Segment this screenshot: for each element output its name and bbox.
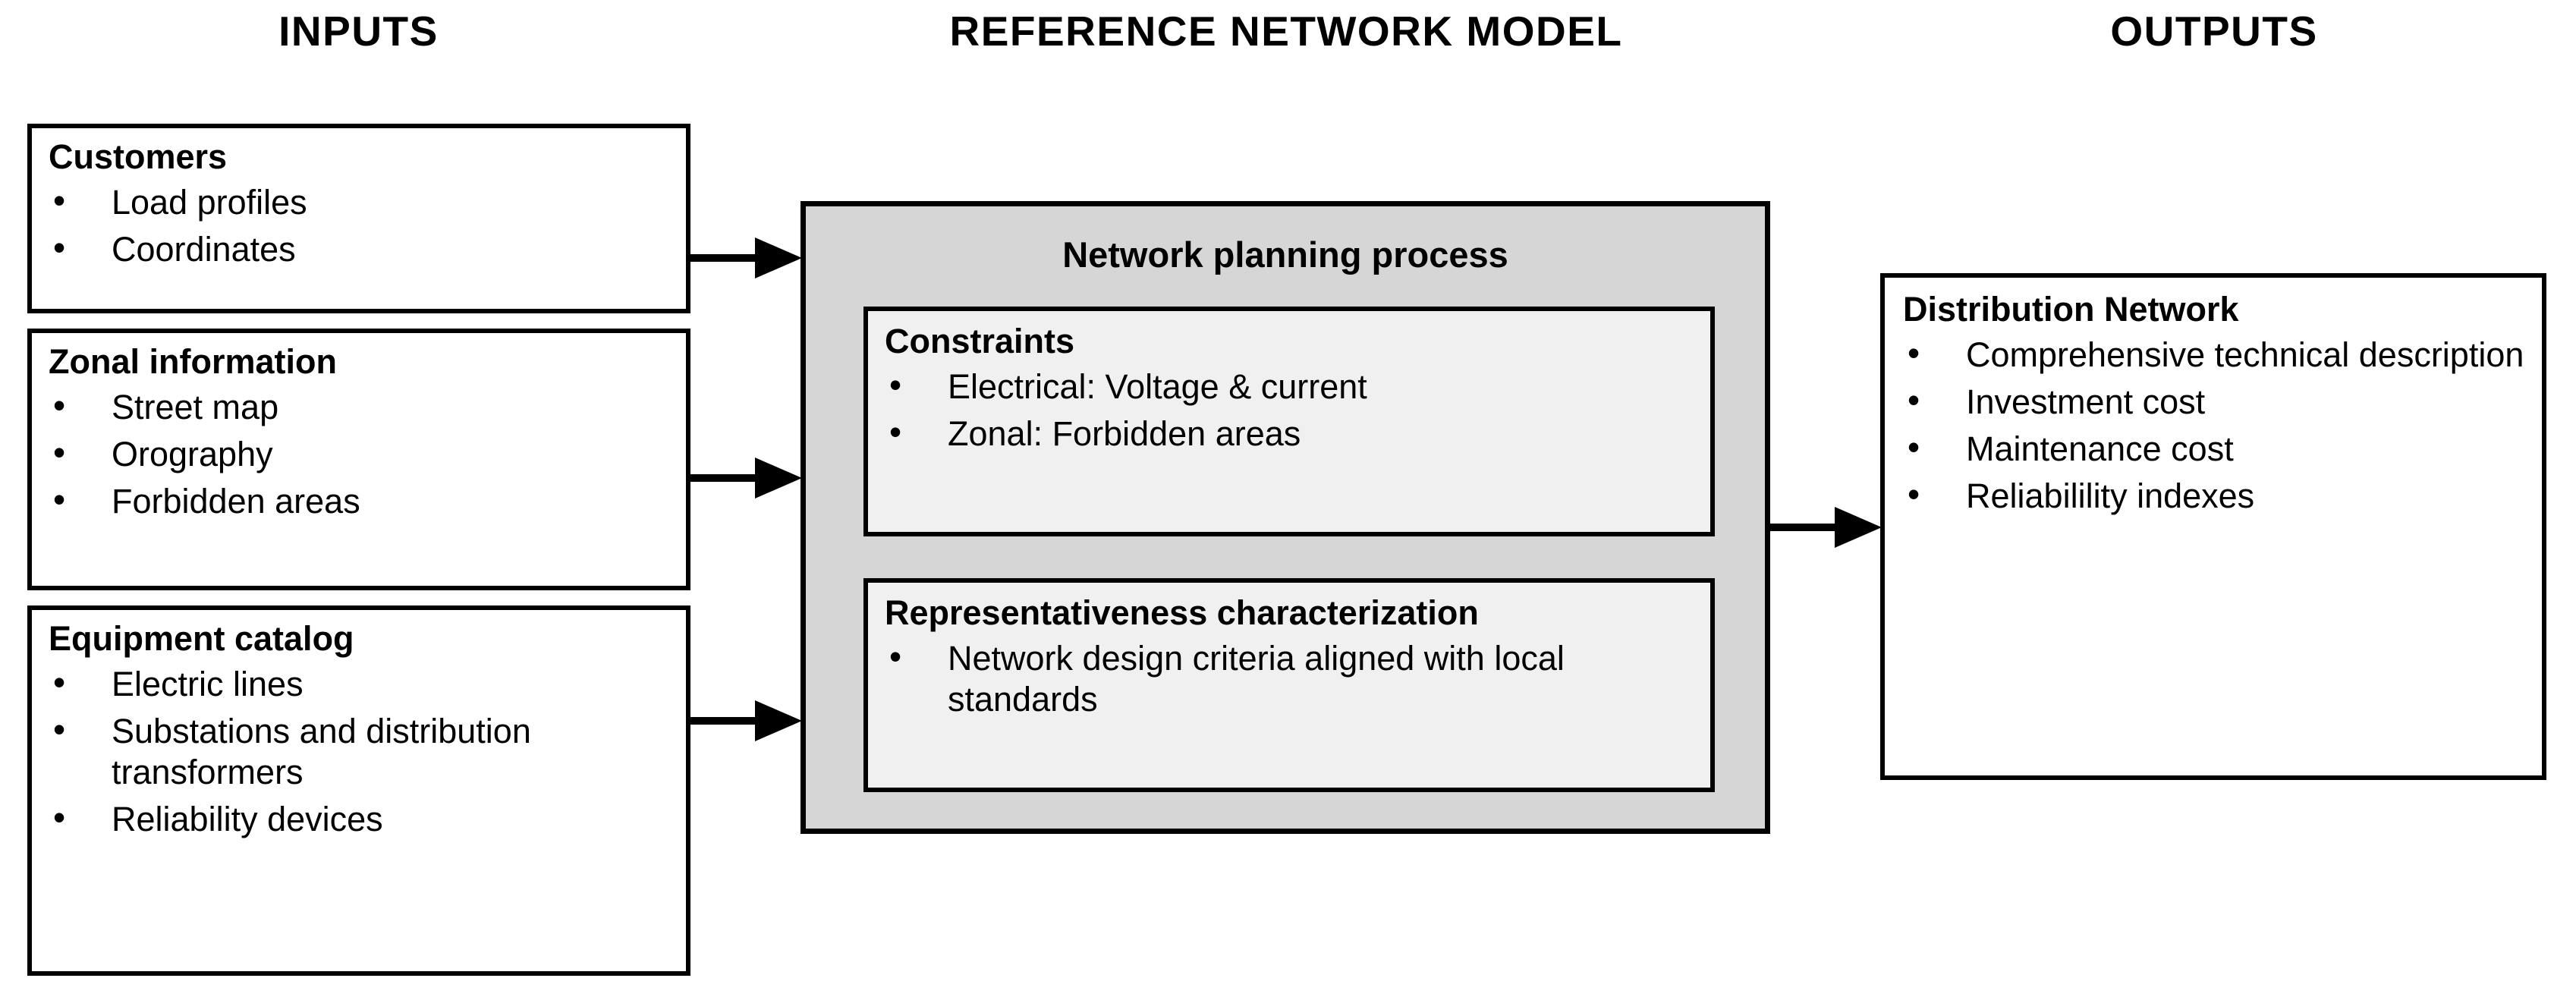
- subbox-constraints-title: Constraints: [885, 322, 1075, 360]
- input-box-customers-list: Load profiles Coordinates: [49, 180, 671, 270]
- list-item: Street map: [49, 385, 671, 428]
- input-box-equipment-catalog-title: Equipment catalog: [49, 619, 354, 658]
- arrow-shaft: [1770, 524, 1837, 531]
- list-item: Electric lines: [49, 662, 671, 705]
- input-box-zonal-information-list: Street map Orography Forbidden areas: [49, 385, 671, 522]
- list-item: Reliability devices: [49, 797, 671, 840]
- list-item: Forbidden areas: [49, 479, 671, 522]
- list-item: Substations and distribution transformer…: [49, 709, 671, 793]
- subbox-representativeness-characterization-title: Representativeness characterization: [885, 593, 1479, 632]
- list-item: Investment cost: [1903, 379, 2525, 423]
- subbox-constraints: Constraints Electrical: Voltage & curren…: [863, 307, 1715, 536]
- list-item: Maintenance cost: [1903, 426, 2525, 470]
- network-planning-process-title: Network planning process: [1062, 234, 1508, 275]
- arrow-head-icon: [755, 700, 802, 741]
- list-item: Network design criteria aligned with loc…: [885, 636, 1697, 720]
- reference-network-model-panel: Network planning process Constraints Ele…: [800, 201, 1770, 834]
- subbox-constraints-list: Electrical: Voltage & current Zonal: For…: [885, 364, 1697, 454]
- input-box-zonal-information-title: Zonal information: [49, 342, 337, 381]
- input-box-equipment-catalog: Equipment catalog Electric lines Substat…: [27, 605, 690, 976]
- subbox-representativeness-characterization: Representativeness characterization Netw…: [863, 578, 1715, 792]
- subbox-representativeness-characterization-list: Network design criteria aligned with loc…: [885, 636, 1697, 720]
- arrow-shaft: [690, 717, 757, 725]
- output-box-distribution-network-list: Comprehensive technical description Inve…: [1903, 332, 2525, 517]
- input-box-zonal-information: Zonal information Street map Orography F…: [27, 329, 690, 590]
- list-item: Reliabilility indexes: [1903, 473, 2525, 517]
- list-item: Comprehensive technical description: [1903, 332, 2525, 376]
- input-box-customers-title: Customers: [49, 137, 228, 176]
- list-item: Orography: [49, 432, 671, 475]
- output-box-distribution-network: Distribution Network Comprehensive techn…: [1880, 273, 2546, 780]
- arrow-head-icon: [755, 237, 802, 278]
- arrow-shaft: [690, 474, 757, 482]
- arrow-head-icon: [1835, 507, 1882, 548]
- column-header-inputs: INPUTS: [278, 8, 439, 55]
- list-item: Electrical: Voltage & current: [885, 364, 1697, 407]
- arrow-shaft: [690, 254, 757, 262]
- list-item: Coordinates: [49, 227, 671, 270]
- list-item: Load profiles: [49, 180, 671, 223]
- input-box-customers: Customers Load profiles Coordinates: [27, 124, 690, 313]
- input-box-equipment-catalog-list: Electric lines Substations and distribut…: [49, 662, 671, 840]
- list-item: Zonal: Forbidden areas: [885, 411, 1697, 454]
- output-box-distribution-network-title: Distribution Network: [1903, 290, 2239, 329]
- column-header-outputs: OUTPUTS: [2110, 8, 2318, 55]
- arrow-head-icon: [755, 458, 802, 498]
- column-header-reference-network-model: REFERENCE NETWORK MODEL: [949, 8, 1623, 55]
